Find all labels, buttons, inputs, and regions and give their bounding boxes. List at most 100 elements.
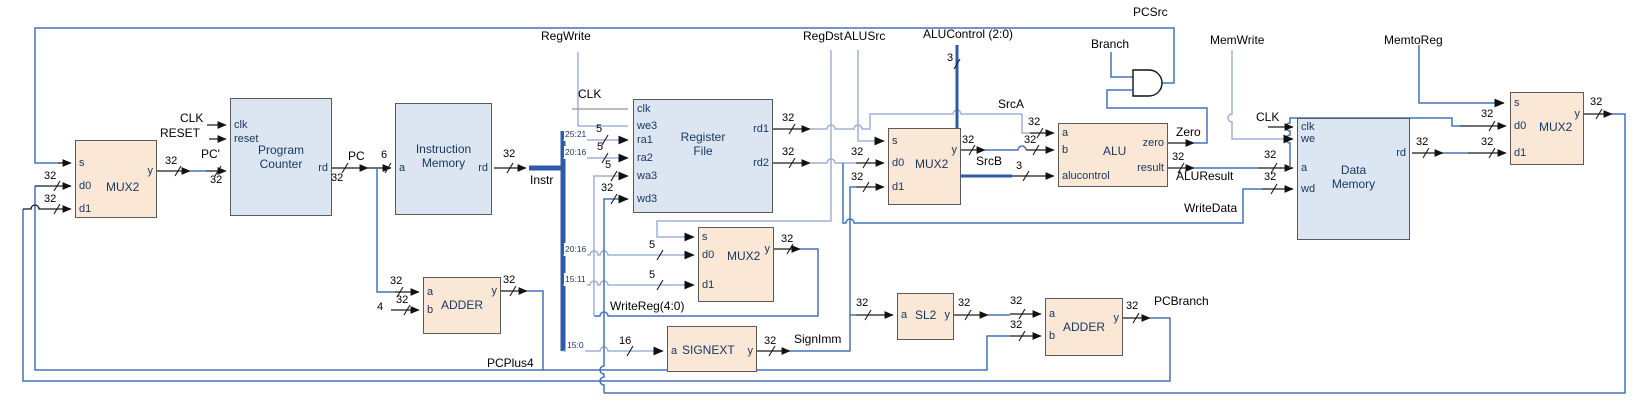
signal-writedata: WriteData: [1184, 201, 1238, 215]
bus-width-label: 32: [782, 146, 795, 158]
signal-regwrite: RegWrite: [541, 29, 591, 43]
block-title: SL2: [915, 308, 937, 322]
block-title: MUX2: [915, 157, 949, 171]
port-rd: rd: [478, 162, 488, 174]
bus-width-label: 32: [44, 193, 57, 205]
block-title: Program Counter: [257, 143, 304, 171]
bus-width-label: 3: [1016, 160, 1023, 172]
port-rd: rd: [1396, 147, 1406, 159]
bus-width-label: 32: [782, 112, 795, 124]
bus-width-label: 32: [1264, 149, 1277, 161]
signal-pcplus4: PCPlus4: [487, 356, 534, 370]
wire-memtoreg: [1418, 45, 1505, 108]
block-data-memory: clk we a wd rd Data Memory: [1297, 118, 1410, 240]
signal-aluresult: ALUResult: [1176, 169, 1234, 183]
port-s: s: [892, 135, 898, 147]
signal-pc-next: PC': [201, 147, 220, 161]
port-rd1: rd1: [753, 123, 769, 135]
wire-result-wd3: [599, 194, 629, 393]
port-result: result: [1137, 162, 1164, 174]
bus-width-label: 32: [210, 174, 223, 186]
wire-branch: [1110, 52, 1133, 78]
bus-width-label: 32: [962, 134, 975, 146]
block-register-file: clk we3 ra1 ra2 wa3 wd3 rd1 rd2 Register…: [633, 99, 773, 213]
wire-writereg: [594, 248, 819, 317]
port-a: a: [1049, 308, 1056, 320]
port-wd3: wd3: [637, 193, 658, 205]
port-y: y: [944, 309, 951, 321]
signal-clk-pc: CLK: [180, 111, 204, 125]
bus-width-label: 32: [503, 274, 516, 286]
bus-width-label: 32: [1481, 136, 1494, 148]
block-result-mux: s d0 d1 y MUX2: [1510, 92, 1584, 165]
port-wd: wd: [1301, 183, 1316, 195]
block-title: ADDER: [440, 298, 483, 312]
block-title: Register File: [680, 130, 726, 158]
port-clk: clk: [234, 119, 248, 131]
bus-width-label: 32: [1024, 134, 1037, 146]
port-rd2: rd2: [753, 157, 769, 169]
signal-srcb: SrcB: [976, 154, 1003, 168]
bus-width-label: 32: [331, 172, 344, 184]
port-a: a: [1301, 162, 1308, 174]
bus-width-label: 32: [1126, 300, 1139, 312]
port-d0: d0: [79, 180, 92, 192]
block-title: MUX2: [106, 180, 140, 194]
bus-width-label: 32: [601, 182, 614, 194]
block-title: Data Memory: [1331, 163, 1376, 191]
port-b: b: [427, 304, 434, 316]
block-srcb-mux: s d0 d1 y MUX2: [888, 128, 961, 205]
signal-writereg: WriteReg(4:0): [610, 299, 685, 313]
port-rd: rd: [318, 162, 328, 174]
signal-branch: Branch: [1091, 37, 1130, 51]
port-b: b: [1049, 330, 1056, 342]
bus-width-label: 5: [597, 141, 604, 153]
block-writereg-mux: s d0 d1 y MUX2: [698, 227, 774, 302]
bitfield-25-21: 25:21: [564, 128, 588, 141]
signal-pcbranch: PCBranch: [1154, 294, 1209, 308]
port-we: we: [1301, 133, 1316, 145]
bus-width-label: 5: [605, 159, 612, 171]
bus-width-label: 32: [1416, 136, 1429, 148]
signal-regdst: RegDst: [803, 29, 844, 43]
signal-srca: SrcA: [998, 97, 1025, 111]
bus-width-label: 32: [764, 335, 777, 347]
port-a: a: [427, 286, 434, 298]
bus-width-label: 32: [165, 155, 178, 167]
and-gate: [1132, 69, 1163, 97]
bus-width-label: 4: [377, 301, 384, 313]
port-ra2: ra2: [637, 152, 653, 164]
port-s: s: [79, 157, 85, 169]
bus-width-label: 32: [851, 171, 864, 183]
block-pc-mux: s d0 d1 y MUX2: [75, 140, 157, 218]
block-title: Instruction Memory: [415, 142, 472, 170]
bus-width-label: 32: [856, 297, 869, 309]
bus-width-label: 32: [1264, 171, 1277, 183]
port-d1: d1: [79, 203, 92, 215]
block-title: ADDER: [1062, 320, 1105, 334]
port-y: y: [491, 285, 498, 297]
block-branch-adder: a b y ADDER: [1045, 298, 1123, 356]
bus-width-label: 32: [503, 148, 516, 160]
port-we3: we3: [637, 120, 658, 132]
port-y: y: [951, 144, 958, 156]
port-a: a: [399, 162, 406, 174]
port-y: y: [747, 345, 754, 357]
wire-memwrite: [1227, 50, 1294, 144]
signal-alusrc: ALUSrc: [844, 29, 886, 43]
port-clk: clk: [1301, 121, 1315, 133]
wire-zero: [1106, 89, 1208, 144]
bus-width-label: 32: [1010, 295, 1023, 307]
block-alu: a b alucontrol zero result ALU: [1058, 123, 1168, 187]
wire-result: [604, 113, 1626, 394]
bus-width-label: 32: [958, 297, 971, 309]
bus-width-label: 32: [851, 146, 864, 158]
bus-width-label: 32: [1590, 96, 1603, 108]
wire-pcbranch: [22, 209, 1171, 382]
signal-memwrite: MemWrite: [1210, 33, 1265, 47]
signal-reset: RESET: [160, 126, 201, 140]
port-wa3: wa3: [637, 170, 658, 182]
bus-width-label: 5: [649, 269, 656, 281]
